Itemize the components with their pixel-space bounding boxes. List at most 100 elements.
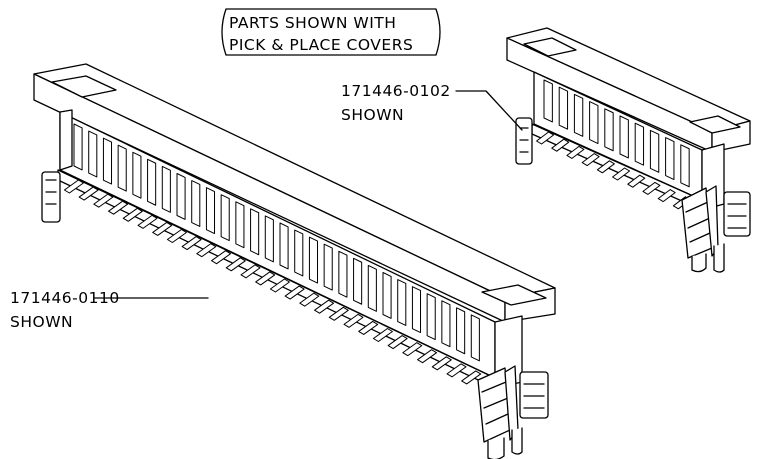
large-part-number: 171446-0110 — [10, 289, 120, 307]
solder-tail — [152, 221, 173, 236]
small-left-latch — [515, 117, 533, 165]
contact-fin — [573, 93, 584, 137]
large-right-latch — [477, 365, 549, 459]
contact-fin — [382, 272, 392, 319]
solder-tail — [93, 193, 114, 208]
solder-tail — [63, 179, 84, 194]
contact-fin — [367, 264, 377, 312]
contact-fin — [353, 257, 363, 305]
contact-fin — [191, 180, 201, 227]
solder-tail — [446, 363, 467, 378]
contact-fin — [338, 250, 348, 298]
large-connector — [33, 63, 556, 459]
note-callout — [221, 8, 441, 56]
contact-fin — [649, 129, 660, 173]
solder-tail — [284, 285, 305, 300]
contact-fin — [102, 137, 113, 185]
contact-fin — [543, 79, 553, 123]
small-right-latch — [681, 185, 751, 273]
solder-tail — [225, 257, 246, 272]
small-part-suffix: SHOWN — [341, 106, 404, 124]
solder-tail — [387, 335, 408, 350]
solder-tail — [431, 356, 452, 371]
contact-fin — [73, 123, 83, 171]
solder-tail — [240, 264, 261, 279]
solder-tail — [196, 243, 217, 258]
large-solder-tails — [63, 179, 482, 385]
solder-tail — [566, 145, 585, 159]
solder-tail — [255, 271, 276, 286]
solder-tail — [108, 200, 129, 215]
solder-tail — [536, 131, 555, 145]
contact-fin — [589, 101, 599, 145]
contact-fin — [279, 222, 289, 270]
contact-fin — [294, 229, 304, 277]
solder-tail — [358, 320, 379, 335]
solder-tail — [328, 306, 349, 321]
solder-tail — [581, 153, 600, 167]
contact-fin — [250, 208, 260, 256]
contact-fin — [88, 130, 98, 178]
contact-fin — [680, 144, 690, 188]
contact-fin — [308, 236, 319, 284]
contact-fin — [235, 201, 245, 249]
contact-fin — [456, 307, 466, 355]
contact-fin — [634, 122, 645, 166]
solder-tail — [461, 370, 482, 385]
contact-fin — [470, 314, 480, 362]
small-cover-window-left — [523, 37, 577, 57]
contact-fin — [604, 108, 614, 152]
solder-tail — [137, 214, 158, 229]
contact-fin — [411, 286, 422, 334]
contact-fin — [176, 173, 186, 220]
solder-tail — [642, 181, 661, 195]
solder-tail — [417, 349, 438, 364]
solder-tail — [627, 174, 646, 188]
contact-fin — [397, 279, 407, 326]
large-housing-left-end — [59, 109, 73, 171]
contact-fin — [558, 86, 569, 130]
solder-tail — [269, 278, 290, 293]
contact-fin — [441, 300, 451, 348]
contact-fin — [220, 194, 230, 242]
note-frame — [221, 8, 441, 56]
small-solder-tails — [536, 131, 691, 210]
solder-tail — [343, 313, 364, 328]
small-contact-fins — [543, 79, 690, 188]
solder-tail — [657, 189, 676, 203]
solder-tail — [122, 207, 143, 222]
solder-tail — [551, 138, 570, 152]
contact-fin — [619, 115, 629, 159]
contact-fin — [161, 165, 171, 213]
small-part-leader — [455, 90, 523, 131]
contact-fin — [264, 215, 274, 263]
large-contact-fins — [73, 123, 480, 362]
solder-tail — [211, 250, 232, 265]
contact-fin — [323, 243, 333, 291]
large-cover-window-left — [51, 75, 117, 98]
solder-tail — [166, 229, 187, 243]
contact-fin — [426, 293, 436, 341]
solder-tail — [181, 236, 202, 251]
large-cover-window-right — [481, 284, 547, 306]
solder-tail — [314, 299, 335, 314]
solder-tail — [78, 186, 99, 201]
solder-tail — [372, 328, 393, 342]
solder-tail — [299, 292, 320, 307]
contact-fin — [147, 158, 157, 206]
note-line-1: PARTS SHOWN WITH — [229, 14, 396, 32]
large-left-latch — [41, 171, 61, 223]
small-connector — [506, 27, 751, 273]
small-cover-window-right — [689, 115, 741, 134]
solder-tail — [596, 160, 615, 174]
contact-fin — [205, 187, 216, 235]
contact-fin — [665, 137, 675, 181]
solder-tail — [612, 167, 631, 181]
contact-fin — [132, 151, 142, 199]
large-part-suffix: SHOWN — [10, 313, 73, 331]
solder-tail — [402, 342, 423, 357]
note-line-2: PICK & PLACE COVERS — [229, 36, 413, 54]
small-part-number: 171446-0102 — [341, 82, 451, 100]
contact-fin — [117, 144, 127, 192]
